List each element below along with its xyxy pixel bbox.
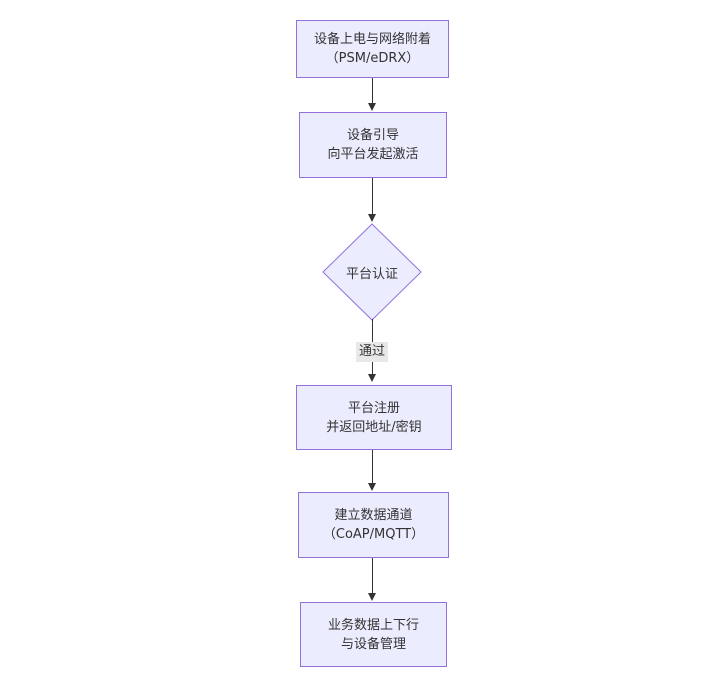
node-data-channel-line2: （CoAP/MQTT） — [322, 527, 425, 542]
connector-line — [372, 558, 373, 594]
node-power-attach-line2: （PSM/eDRX） — [325, 51, 420, 66]
decision-platform-auth-label: 平台认证 — [345, 266, 398, 282]
arrowhead-down-icon — [368, 374, 376, 382]
arrowhead-down-icon — [368, 214, 376, 222]
arrowhead-down-icon — [368, 103, 376, 111]
node-bootstrap-line2: 向平台发起激活 — [327, 147, 419, 162]
node-data-channel: 建立数据通道 （CoAP/MQTT） — [298, 492, 449, 558]
connector-line — [372, 178, 373, 215]
node-power-attach: 设备上电与网络附着 （PSM/eDRX） — [296, 20, 449, 78]
node-service-data-line1: 业务数据上下行 — [327, 617, 419, 633]
connector-line — [372, 450, 373, 484]
node-register-line1: 平台注册 — [347, 400, 400, 416]
connector-line — [372, 78, 373, 104]
decision-platform-auth: 平台认证 — [322, 223, 422, 321]
node-bootstrap: 设备引导 向平台发起激活 — [299, 112, 447, 178]
node-bootstrap-line1: 设备引导 — [346, 128, 399, 143]
arrowhead-down-icon — [368, 483, 376, 491]
edge-label-pass: 通过 — [355, 342, 389, 362]
node-data-channel-line1: 建立数据通道 — [334, 508, 413, 523]
node-register: 平台注册 并返回地址/密钥 — [296, 385, 452, 450]
arrowhead-down-icon — [368, 593, 376, 601]
node-service-data-line2: 与设备管理 — [340, 636, 406, 652]
node-service-data: 业务数据上下行 与设备管理 — [300, 602, 447, 667]
node-power-attach-line1: 设备上电与网络附着 — [313, 32, 431, 47]
node-register-line2: 并返回地址/密钥 — [326, 419, 422, 435]
